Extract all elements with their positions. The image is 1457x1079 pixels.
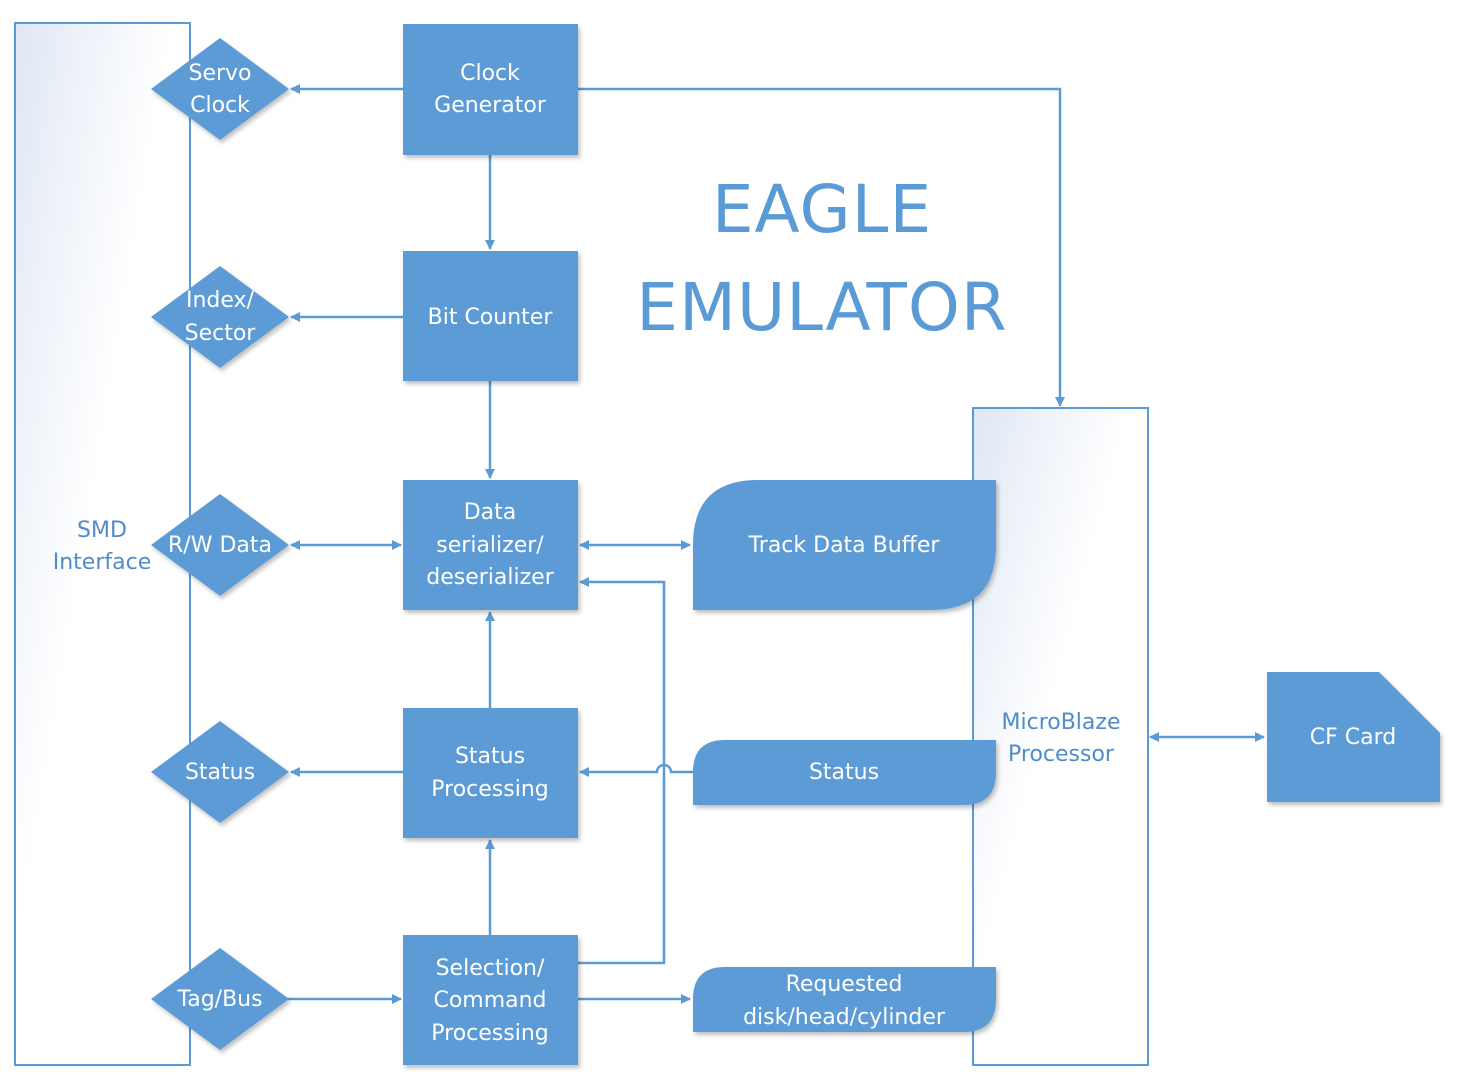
diamond-tag-bus: Tag/Bus bbox=[151, 948, 289, 1050]
status-register-label: Status bbox=[809, 760, 879, 785]
smd-interface-label-line1: SMD bbox=[77, 518, 127, 543]
data-serializer-line1: Data bbox=[464, 500, 517, 525]
storage-requested-disk-head-cylinder: Requested disk/head/cylinder bbox=[693, 967, 996, 1032]
clock-generator-line1: Clock bbox=[460, 61, 520, 86]
title-line2: EMULATOR bbox=[636, 269, 1007, 346]
smd-interface-label-line2: Interface bbox=[53, 550, 152, 575]
block-selection-command: Selection/ Command Processing bbox=[403, 935, 578, 1065]
data-serializer-line2: serializer/ bbox=[436, 533, 544, 558]
index-sector-line2: Sector bbox=[185, 321, 257, 346]
block-data-serializer: Data serializer/ deserializer bbox=[403, 480, 578, 610]
requested-line1: Requested bbox=[786, 972, 903, 997]
tag-bus-label: Tag/Bus bbox=[176, 987, 262, 1012]
microblaze-processor-panel: MicroBlaze Processor bbox=[972, 407, 1149, 1066]
block-clock-generator: Clock Generator bbox=[403, 24, 578, 155]
storage-track-data-buffer: Track Data Buffer bbox=[693, 480, 996, 610]
selection-command-line1: Selection/ bbox=[436, 956, 545, 981]
cf-card: CF Card bbox=[1267, 672, 1440, 802]
selection-command-line2: Command bbox=[433, 988, 546, 1013]
status-diamond-label: Status bbox=[185, 760, 255, 785]
block-bit-counter: Bit Counter bbox=[403, 251, 578, 381]
track-data-buffer-label: Track Data Buffer bbox=[748, 533, 941, 558]
servo-clock-line1: Servo bbox=[188, 61, 251, 86]
microblaze-label-line2: Processor bbox=[1008, 742, 1115, 767]
cf-card-label: CF Card bbox=[1310, 725, 1396, 750]
diamond-index-sector: Index/ Sector bbox=[151, 266, 289, 368]
rw-data-label: R/W Data bbox=[168, 533, 272, 558]
servo-clock-line2: Clock bbox=[190, 93, 250, 118]
arrow-clock-to-microblaze bbox=[578, 87, 1065, 407]
clock-generator-line2: Generator bbox=[434, 93, 547, 118]
index-sector-line1: Index/ bbox=[186, 288, 255, 313]
diamond-status: Status bbox=[151, 721, 289, 823]
data-serializer-line3: deserializer bbox=[426, 565, 554, 590]
status-processing-line1: Status bbox=[455, 744, 525, 769]
selection-command-line3: Processing bbox=[431, 1021, 548, 1046]
diagram-title: EAGLE EMULATOR bbox=[636, 171, 1007, 346]
connectors bbox=[287, 84, 1265, 1004]
block-status-processing: Status Processing bbox=[403, 708, 578, 838]
requested-line2: disk/head/cylinder bbox=[743, 1005, 946, 1030]
microblaze-label-line1: MicroBlaze bbox=[1002, 710, 1121, 735]
diamond-rw-data: R/W Data bbox=[151, 494, 289, 596]
title-line1: EAGLE bbox=[712, 171, 932, 248]
status-processing-line2: Processing bbox=[431, 777, 548, 802]
arrow-selection-to-serializer bbox=[578, 577, 666, 965]
diamond-servo-clock: Servo Clock bbox=[151, 38, 289, 140]
arrow-statusreg-to-statusproc bbox=[579, 763, 693, 777]
bit-counter-label: Bit Counter bbox=[428, 305, 554, 330]
storage-status-register: Status bbox=[693, 740, 996, 805]
